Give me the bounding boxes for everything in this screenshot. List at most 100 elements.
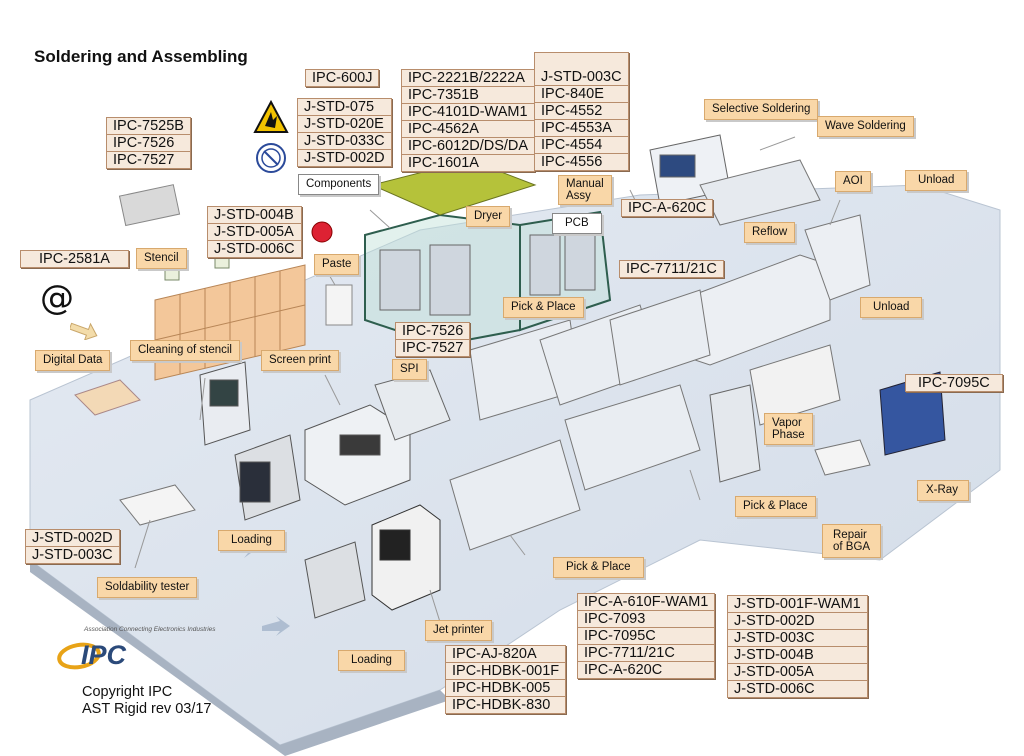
std-item: IPC-4552	[535, 103, 628, 120]
std-item: J-STD-003C	[728, 630, 867, 647]
esd-warning-icon	[253, 100, 289, 133]
ipc-logo-swoosh	[57, 642, 101, 670]
std-item: IPC-4556	[541, 154, 603, 170]
std-item: J-STD-004B	[728, 647, 867, 664]
std-item: IPC-7351B	[402, 87, 535, 104]
std-item: IPC-2221B/2222A	[402, 70, 535, 87]
soldability-desk	[119, 484, 196, 526]
std-item: IPC-7527	[402, 340, 464, 356]
callout-aoi: AOI	[835, 171, 871, 192]
pick-place-row-top	[469, 289, 711, 421]
ipc-logo: IPC	[57, 638, 147, 679]
callout-paste: Paste	[314, 254, 360, 275]
std-item: IPC-7711/21C	[626, 261, 717, 277]
callout-manual-assy: Manual Assy	[558, 175, 612, 205]
std-item: IPC-7711/21C	[578, 645, 715, 662]
std-item: IPC-4554	[535, 137, 628, 154]
callout-jet-printer: Jet printer	[425, 620, 493, 641]
callout-wave-soldering: Wave Soldering	[817, 116, 914, 137]
callout-pick-place-right: Pick & Place	[735, 496, 816, 517]
std-item: J-STD-006C	[734, 681, 815, 697]
std-box-ipc7525b: IPC-7525B IPC-7526 IPC-7527	[106, 117, 191, 169]
std-item: IPC-7093	[578, 611, 715, 628]
std-box-ipcaj820: IPC-AJ-820A IPC-HDBK-001F IPC-HDBK-005 I…	[445, 645, 567, 714]
callout-pick-place-bottom: Pick & Place	[553, 557, 644, 578]
loading-machine-bottom	[304, 541, 366, 619]
callout-pick-place-top: Pick & Place	[503, 297, 584, 318]
callout-unload-top: Unload	[905, 170, 968, 191]
std-item: IPC-4553A	[535, 120, 628, 137]
stencil-cleaning-machine	[199, 361, 251, 446]
paste-jar	[311, 221, 333, 243]
wave-soldering-machine	[699, 159, 821, 226]
floor-edge	[30, 560, 450, 756]
loading-machine-left	[234, 434, 301, 521]
digital-data-desk	[74, 379, 141, 416]
callout-repair-bga: Repair of BGA	[822, 524, 882, 558]
std-item: J-STD-005A	[728, 664, 867, 681]
vapor-phase-machine	[749, 344, 841, 426]
std-box-jstd004b: J-STD-004B J-STD-005A J-STD-006C	[207, 206, 302, 258]
std-box-ipc7526: IPC-7526 IPC-7527	[395, 322, 471, 357]
std-item: J-STD-005A	[208, 224, 301, 241]
std-box-ipc600j: IPC-600J	[305, 69, 380, 87]
std-item: IPC-1601A	[408, 155, 479, 171]
std-item: IPC-840E	[535, 86, 628, 103]
std-item: IPC-A-620C	[584, 662, 663, 678]
callout-unload-mid: Unload	[860, 297, 923, 318]
callout-spi: SPI	[392, 359, 427, 380]
reflow-oven	[679, 214, 871, 366]
pick-place-row-bottom	[449, 384, 701, 551]
std-item: J-STD-075	[298, 99, 391, 116]
std-box-ipc620c: IPC-A-620C	[621, 199, 714, 217]
at-sign-icon: @	[40, 278, 74, 318]
std-box-ipc610f: IPC-A-610F-WAM1 IPC-7093 IPC-7095C IPC-7…	[577, 593, 716, 679]
std-item: IPC-600J	[312, 70, 373, 86]
copyright-line: Copyright IPC	[82, 684, 173, 700]
callout-soldability-tester: Soldability tester	[97, 577, 198, 598]
callout-dryer: Dryer	[466, 206, 511, 227]
std-box-jstd003c: J-STD-003C IPC-840E IPC-4552 IPC-4553A I…	[534, 52, 629, 171]
copyright-line: AST Rigid rev 03/17	[82, 701, 212, 717]
std-item: IPC-A-620C	[628, 200, 707, 216]
copyright: Copyright IPC AST Rigid rev 03/17	[82, 684, 212, 718]
callout-stencil: Stencil	[136, 248, 187, 269]
callout-digital-data: Digital Data	[35, 350, 111, 371]
std-item: IPC-2581A	[39, 251, 110, 267]
std-item: IPC-HDBK-830	[452, 697, 551, 713]
std-box-jstd075: J-STD-075 J-STD-020E J-STD-033C J-STD-00…	[297, 98, 392, 167]
std-item: J-STD-002D	[26, 530, 119, 547]
callout-cleaning-stencil: Cleaning of stencil	[130, 340, 240, 361]
std-item: IPC-HDBK-001F	[446, 663, 566, 680]
std-item: IPC-A-610F-WAM1	[578, 594, 715, 611]
callout-reflow: Reflow	[744, 222, 796, 243]
std-item: J-STD-003C	[535, 69, 628, 86]
callout-loading-left: Loading	[218, 530, 285, 551]
callout-components: Components	[298, 174, 380, 195]
std-item: IPC-7525B	[107, 118, 190, 135]
callout-pcb: PCB	[552, 213, 602, 234]
std-item: IPC-7095C	[578, 628, 715, 645]
dryer-racks	[379, 229, 596, 316]
jet-printer	[371, 504, 441, 611]
std-item: IPC-AJ-820A	[446, 646, 566, 663]
std-item: IPC-4562A	[402, 121, 535, 138]
std-item: J-STD-003C	[32, 547, 113, 563]
callout-vapor-phase: Vapor Phase	[764, 413, 813, 445]
std-item: J-STD-020E	[298, 116, 391, 133]
std-box-jstd001f: J-STD-001F-WAM1 J-STD-002D J-STD-003C J-…	[727, 595, 868, 698]
paste-cabinet	[325, 284, 353, 326]
std-box-jstd002d: J-STD-002D J-STD-003C	[25, 529, 120, 564]
std-box-ipc7095c: IPC-7095C	[905, 374, 1003, 392]
callout-xray: X-Ray	[917, 480, 969, 501]
callout-loading-bottom: Loading	[338, 650, 405, 671]
std-item: J-STD-006C	[214, 241, 295, 257]
arrow-icon	[70, 322, 98, 340]
std-item: IPC-7095C	[918, 375, 990, 391]
callout-screen-print: Screen print	[261, 350, 340, 371]
page-title: Soldering and Assembling	[34, 47, 248, 66]
std-item: J-STD-033C	[298, 133, 391, 150]
tower-rack	[709, 384, 761, 483]
std-box-ipc7711: IPC-7711/21C	[619, 260, 724, 278]
std-item: J-STD-004B	[208, 207, 301, 224]
